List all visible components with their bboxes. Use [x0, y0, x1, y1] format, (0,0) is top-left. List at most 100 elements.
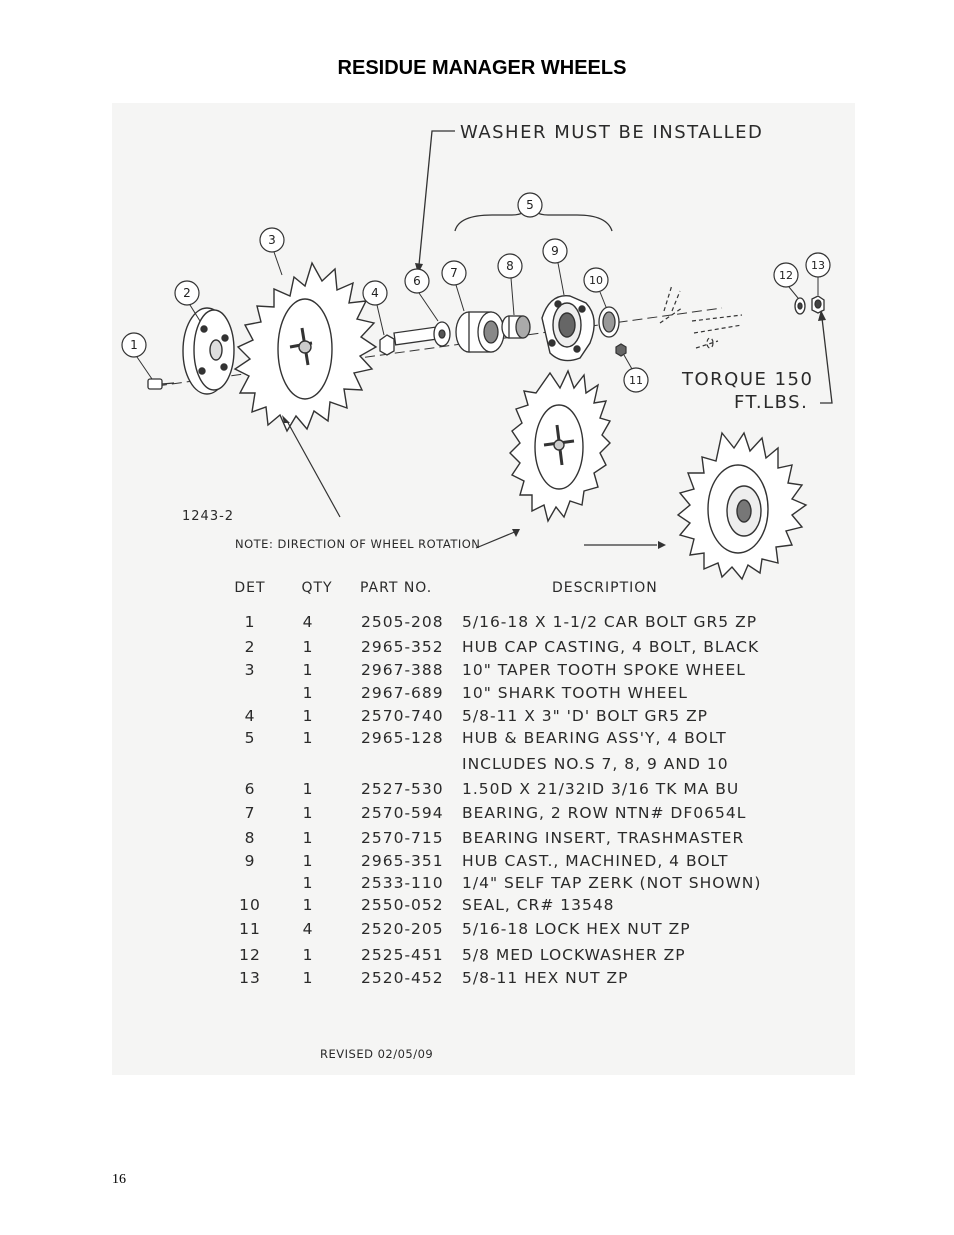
qty-cell: 1: [302, 638, 314, 656]
callout-4: 4: [371, 286, 379, 300]
qty-cell: 1: [302, 707, 314, 725]
qty-cell: 1: [302, 946, 314, 964]
lockwasher-part: [794, 297, 806, 315]
part-no-cell: 2967-388: [361, 661, 444, 679]
rotation-leaders: [286, 420, 657, 549]
description-cell: 5/16-18 LOCK HEX NUT ZP: [462, 920, 691, 938]
part-no-cell: 2570-740: [361, 707, 444, 725]
washer-part: [433, 321, 451, 347]
det-cell: 10: [239, 896, 261, 914]
torque-text-line2: FT.LBS.: [734, 392, 808, 413]
det-cell: 8: [244, 829, 256, 847]
description-cell: 5/16-18 X 1-1/2 CAR BOLT GR5 ZP: [462, 613, 758, 631]
figure-id: 1243-2: [182, 509, 235, 524]
header-desc: DESCRIPTION: [552, 580, 658, 596]
rotation-arrow-head-up: [282, 415, 290, 423]
description-cell: 5/8 MED LOCKWASHER ZP: [462, 946, 686, 964]
callout-12: 12: [779, 269, 793, 282]
part-no-cell: 2527-530: [361, 780, 444, 798]
hub-casting-part: [541, 294, 595, 362]
callout-9: 9: [551, 244, 559, 258]
taper-tooth-wheel-part: [233, 261, 378, 433]
det-cell: 4: [244, 707, 256, 725]
torque-arrow-head: [818, 310, 826, 321]
part-no-cell: 2967-689: [361, 684, 444, 702]
part-no-cell: 2965-352: [361, 638, 444, 656]
det-cell: 12: [239, 946, 261, 964]
description-cell: 1.50D X 21/32ID 3/16 TK MA BU: [462, 780, 740, 798]
qty-cell: 1: [302, 780, 314, 798]
callout-2: 2: [183, 286, 191, 300]
shark-tooth-wheel-side: [676, 431, 808, 581]
part-no-cell: 2520-205: [361, 920, 444, 938]
hex-nut-part: [811, 295, 825, 314]
bearing-insert-part: [501, 315, 531, 339]
washer-note-leader: [418, 130, 455, 266]
qty-cell: 4: [302, 920, 314, 938]
callout-11: 11: [629, 374, 643, 387]
part-no-cell: 2570-594: [361, 804, 444, 822]
description-cell: 1/4" SELF TAP ZERK (NOT SHOWN): [462, 874, 762, 892]
torque-text-line1: TORQUE 150: [681, 369, 813, 390]
qty-cell: 1: [302, 684, 314, 702]
part-no-cell: 2965-128: [361, 729, 444, 747]
header-det: DET: [234, 580, 266, 596]
det-cell: 11: [239, 920, 261, 938]
lock-nut-part: [615, 343, 627, 357]
callout-1: 1: [130, 338, 138, 352]
det-cell: 13: [239, 969, 261, 987]
qty-cell: 1: [302, 896, 314, 914]
description-cell: HUB CAST., MACHINED, 4 BOLT: [462, 852, 729, 870]
diagram-drawing: WASHER MUST BE INSTALLED: [121, 122, 833, 581]
description-cell: SEAL, CR# 13548: [462, 896, 615, 914]
qty-cell: 4: [302, 613, 314, 631]
qty-cell: 1: [302, 661, 314, 679]
rotation-arrow-head-right: [658, 541, 666, 549]
part-no-cell: 2550-052: [361, 896, 444, 914]
part-no-cell: 2570-715: [361, 829, 444, 847]
rotation-note: NOTE: DIRECTION OF WHEEL ROTATION: [235, 537, 480, 551]
det-cell: 1: [244, 613, 256, 631]
det-cell: 2: [244, 638, 256, 656]
qty-cell: 1: [302, 829, 314, 847]
part-no-cell: 2505-208: [361, 613, 444, 631]
part-no-cell: 2525-451: [361, 946, 444, 964]
qty-cell: 1: [302, 969, 314, 987]
rotation-arrow-head-mid: [512, 529, 520, 537]
part-no-cell: 2533-110: [361, 874, 444, 892]
washer-note-text: WASHER MUST BE INSTALLED: [460, 122, 763, 143]
description-cell: BEARING, 2 ROW NTN# DF0654L: [462, 804, 747, 822]
description-cell: 10" SHARK TOOTH WHEEL: [462, 684, 688, 702]
shark-tooth-wheel-view: [509, 369, 612, 523]
callout-7: 7: [450, 266, 458, 280]
det-cell: 9: [244, 852, 256, 870]
page-number: 16: [112, 1172, 126, 1187]
det-cell: 5: [244, 729, 256, 747]
header-part: PART NO.: [360, 580, 433, 596]
carriage-bolt-part: [147, 378, 175, 390]
bearing-part: [455, 311, 505, 353]
hub-cap-part: [182, 307, 235, 395]
revised-date: REVISED 02/05/09: [320, 1047, 434, 1061]
torque-leader: [820, 317, 833, 404]
description-cell: HUB & BEARING ASS'Y, 4 BOLT: [462, 729, 727, 747]
det-cell: 6: [244, 780, 256, 798]
qty-cell: 1: [302, 874, 314, 892]
washer-arrow-head: [415, 263, 423, 274]
part-no-cell: 2520-452: [361, 969, 444, 987]
callout-leaders: [136, 251, 819, 380]
description-cell: 5/8-11 X 3" 'D' BOLT GR5 ZP: [462, 707, 709, 725]
callout-bubbles: [121, 192, 831, 393]
description-cell: 10" TAPER TOOTH SPOKE WHEEL: [462, 661, 746, 679]
seal-part: [598, 306, 620, 338]
page-title: RESIDUE MANAGER WHEELS: [337, 57, 627, 79]
callout-numbers: 1 2 3 4 5 6 7 8 9 10 11 12 13: [130, 198, 825, 387]
callout-13: 13: [811, 259, 825, 272]
qty-cell: 1: [302, 852, 314, 870]
exploded-parts-diagram: WASHER MUST BE INSTALLED: [112, 103, 855, 1075]
description-cell: HUB CAP CASTING, 4 BOLT, BLACK: [462, 638, 760, 656]
det-cell: 7: [244, 804, 256, 822]
d-bolt-part: [379, 325, 444, 356]
callout-5: 5: [526, 198, 534, 212]
callout-8: 8: [506, 259, 514, 273]
